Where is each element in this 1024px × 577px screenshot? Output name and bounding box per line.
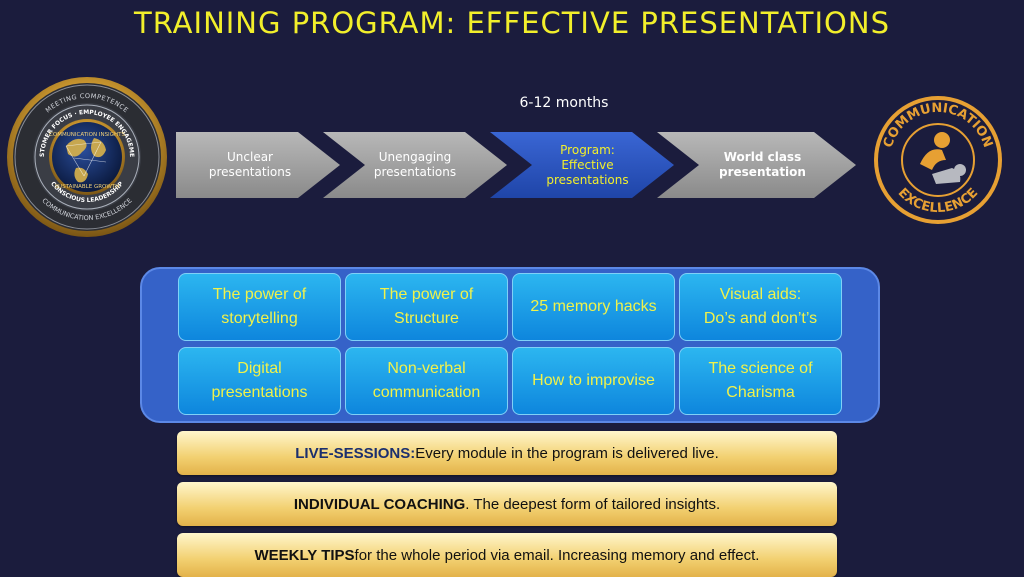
feature-individual-coaching: INDIVIDUAL COACHING. The deepest form of… [177, 482, 837, 526]
feature-live-sessions: LIVE-SESSIONS: Every module in the progr… [177, 431, 837, 475]
feature-text: for the whole period via email. Increasi… [354, 546, 760, 564]
module-digital-presentations: Digital presentations [178, 347, 341, 415]
feature-heading: WEEKLY TIPS [254, 546, 355, 564]
svg-text:SUSTAINABLE GROWTH: SUSTAINABLE GROWTH [55, 184, 120, 190]
feature-weekly-tips: WEEKLY TIPS for the whole period via ema… [177, 533, 837, 577]
module-memory-hacks: 25 memory hacks [512, 273, 675, 341]
stage-label-4: World class presentation [719, 150, 806, 179]
globe-seal-icon: MEETING COMPETENCE CUSTOMER FOCUS · EMPL… [6, 76, 167, 237]
feature-heading: LIVE-SESSIONS: [295, 444, 416, 462]
module-charisma: The science of Charisma [679, 347, 842, 415]
stage-arrow-2 [323, 132, 507, 198]
stage-label-1: Unclear presentations [208, 150, 292, 179]
module-improvise: How to improvise [512, 347, 675, 415]
feature-text: . The deepest form of tailored insights. [465, 495, 721, 513]
communication-excellence-logo-icon: COMMUNICATION EXCELLENCE [874, 96, 1002, 224]
module-storytelling: The power of storytelling [178, 273, 341, 341]
stage-arrow-4 [657, 132, 856, 198]
svg-text:COMMUNICATION INSIGHTS: COMMUNICATION INSIGHTS [49, 132, 125, 138]
duration-label: 6-12 months [519, 95, 609, 111]
page-title: TRAINING PROGRAM: EFFECTIVE PRESENTATION… [133, 6, 890, 40]
stage-label-2: Unengaging presentations [373, 150, 457, 179]
module-non-verbal: Non-verbal communication [345, 347, 508, 415]
module-visual-aids: Visual aids: Do’s and don’t’s [679, 273, 842, 341]
feature-heading: INDIVIDUAL COACHING [293, 495, 466, 513]
stage-label-3: Program: Effective presentations [546, 142, 629, 187]
module-structure: The power of Structure [345, 273, 508, 341]
feature-text: Every module in the program is delivered… [415, 444, 719, 462]
stage-arrow-1 [176, 132, 340, 198]
stage-arrow-3 [490, 132, 674, 198]
